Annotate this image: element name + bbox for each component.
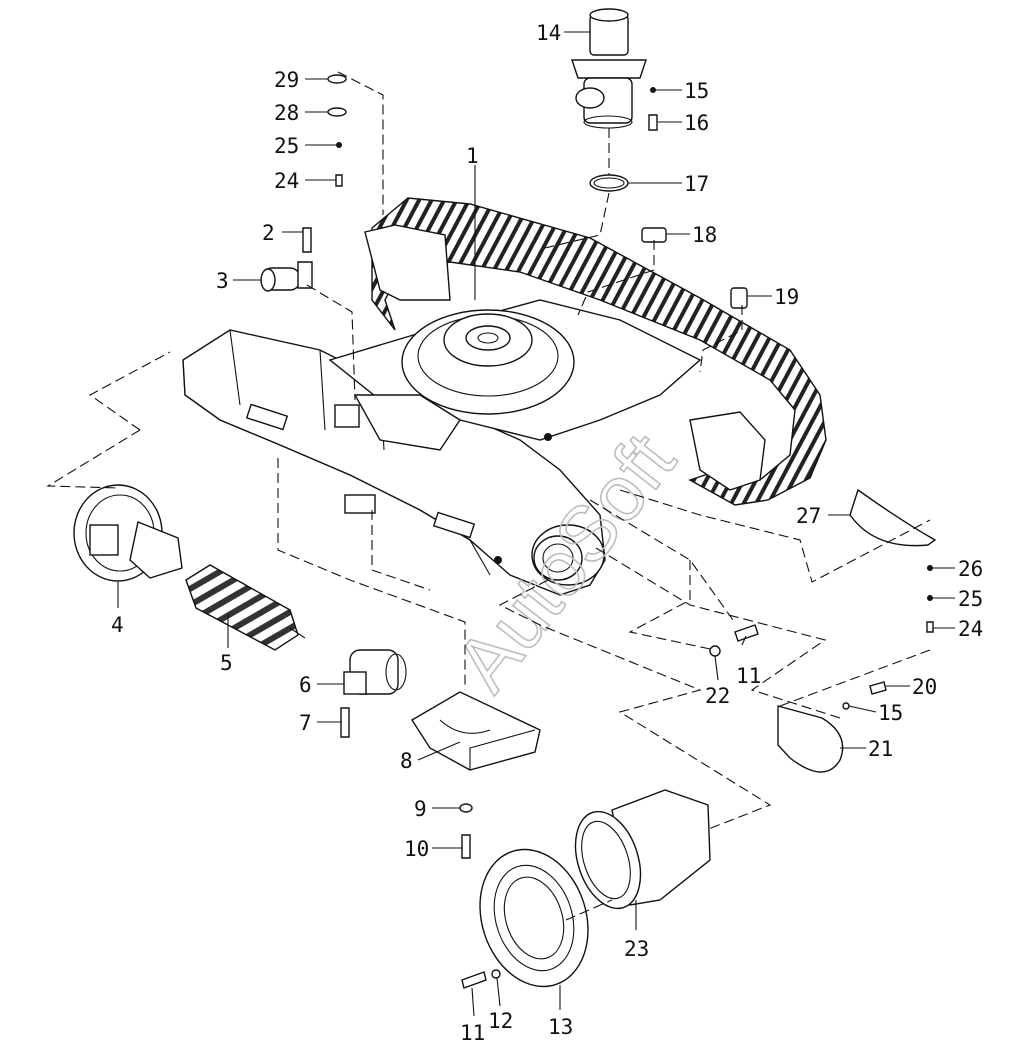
- callout-12: 12: [488, 1009, 513, 1033]
- callout-4: 4: [111, 613, 124, 637]
- callout-labels: 1 2 3 4 5 6 7 8 9 10 11 11 12 13 14 15 1…: [111, 21, 983, 1045]
- callout-17: 17: [684, 172, 709, 196]
- callout-24-left: 24: [274, 169, 299, 193]
- callout-26: 26: [958, 557, 983, 581]
- callout-8: 8: [400, 749, 413, 773]
- callout-3: 3: [216, 269, 229, 293]
- track-guard: [411, 691, 541, 771]
- callout-20: 20: [912, 675, 937, 699]
- callout-11-mid: 11: [736, 664, 761, 688]
- carrier-roller: [260, 261, 313, 292]
- center-swivel-joint: [571, 8, 647, 129]
- callout-13: 13: [548, 1015, 573, 1039]
- callout-15-top: 15: [684, 79, 709, 103]
- recoil-spring: [185, 564, 306, 651]
- motor-cover: [777, 705, 844, 773]
- callout-1: 1: [466, 144, 479, 168]
- callout-28: 28: [274, 101, 299, 125]
- callout-11-bottom: 11: [460, 1021, 485, 1045]
- callout-10: 10: [404, 837, 429, 861]
- assembly-guide-lines: [46, 71, 931, 921]
- callout-24-right: 24: [958, 617, 983, 641]
- callout-9: 9: [414, 797, 427, 821]
- track-roller: [343, 649, 407, 695]
- callout-2: 2: [262, 221, 275, 245]
- callout-22: 22: [705, 684, 730, 708]
- callout-leaders: [117, 31, 955, 1017]
- cover-cap: [730, 287, 748, 309]
- callout-15-right: 15: [878, 701, 903, 725]
- callout-25-left: 25: [274, 134, 299, 158]
- callout-23: 23: [624, 937, 649, 961]
- frame-drive-ring: [531, 524, 605, 586]
- front-idler: [73, 484, 183, 582]
- callout-29: 29: [274, 68, 299, 92]
- callout-19: 19: [774, 285, 799, 309]
- callout-21: 21: [868, 737, 893, 761]
- o-ring: [589, 174, 629, 192]
- drive-sprocket: [479, 848, 589, 988]
- callout-6: 6: [299, 673, 312, 697]
- swing-bearing: [401, 309, 575, 415]
- travel-motor: [574, 789, 711, 910]
- track-chain: [364, 197, 827, 506]
- callout-25-right: 25: [958, 587, 983, 611]
- callout-27: 27: [796, 504, 821, 528]
- seal-block: [641, 227, 667, 243]
- callout-7: 7: [299, 711, 312, 735]
- callout-18: 18: [692, 223, 717, 247]
- callout-16: 16: [684, 111, 709, 135]
- top-cover: [849, 488, 937, 547]
- callout-5: 5: [220, 651, 233, 675]
- callout-14: 14: [536, 21, 561, 45]
